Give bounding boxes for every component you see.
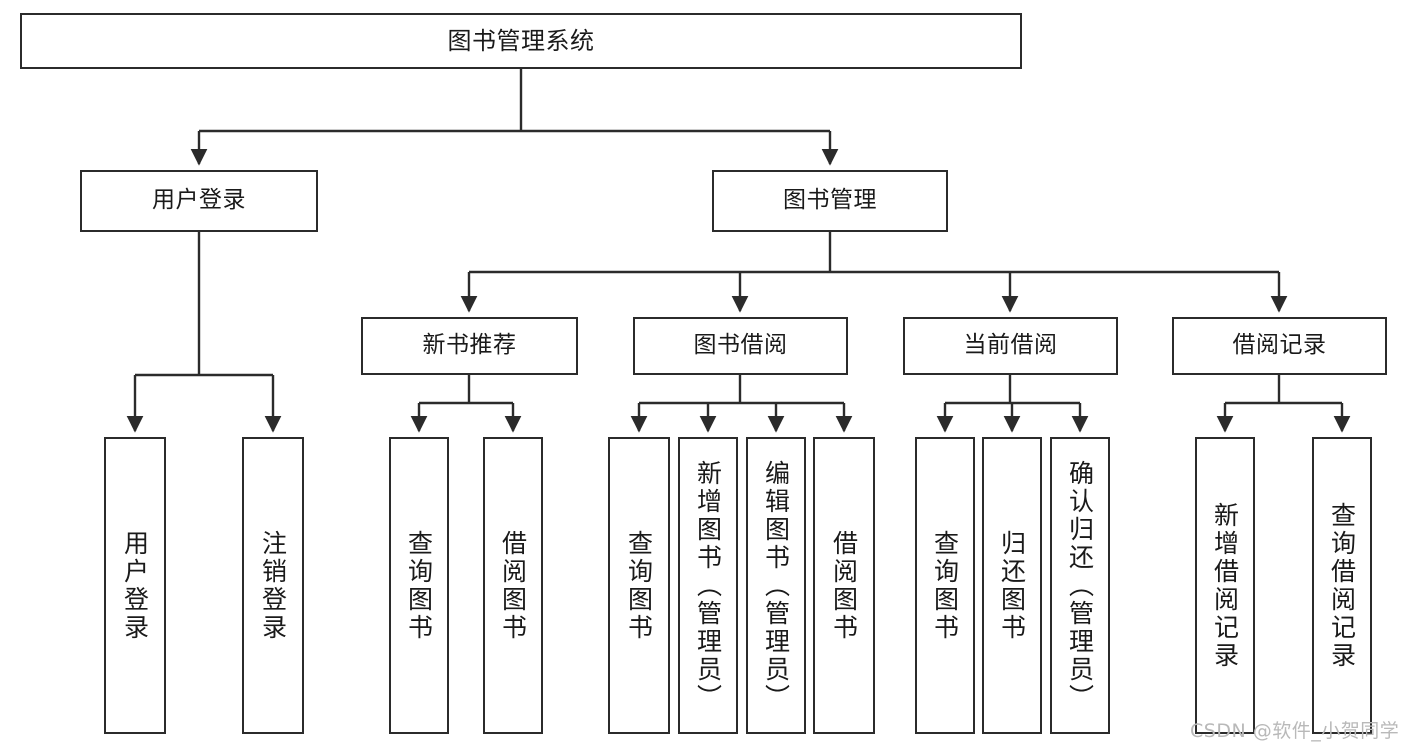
node-leaf-query-book-1[interactable]: 查询图书 — [389, 437, 449, 734]
node-leaf-user-login[interactable]: 用户登录 — [104, 437, 166, 734]
node-leaf-edit-book-admin[interactable]: 编辑图书（管理员） — [746, 437, 806, 734]
node-label: 查询借阅记录 — [1327, 501, 1357, 670]
node-label: 用户登录 — [152, 187, 246, 214]
node-leaf-query-book-2[interactable]: 查询图书 — [608, 437, 670, 734]
node-label: 注销登录 — [258, 529, 288, 642]
watermark-text: CSDN @软件_小贺同学 — [1190, 720, 1400, 742]
node-leaf-confirm-return-admin[interactable]: 确认归还（管理员） — [1050, 437, 1110, 734]
node-label: 图书借阅 — [693, 332, 788, 359]
node-book-management[interactable]: 图书管理 — [712, 170, 948, 232]
node-label: 用户登录 — [120, 529, 150, 642]
node-leaf-borrow-book-1[interactable]: 借阅图书 — [483, 437, 543, 734]
node-label: 确认归还（管理员） — [1065, 459, 1095, 712]
node-label: 新增借阅记录 — [1210, 501, 1240, 670]
node-label: 借阅图书 — [829, 529, 859, 642]
node-leaf-return-book[interactable]: 归还图书 — [982, 437, 1042, 734]
node-label: 新增图书（管理员） — [693, 459, 723, 712]
node-label: 归还图书 — [997, 529, 1027, 642]
node-leaf-borrow-book-2[interactable]: 借阅图书 — [813, 437, 875, 734]
node-book-management-system[interactable]: 图书管理系统 — [20, 13, 1022, 69]
node-leaf-add-borrow-record[interactable]: 新增借阅记录 — [1195, 437, 1255, 734]
node-label: 新书推荐 — [422, 332, 517, 359]
node-label: 编辑图书（管理员） — [761, 459, 791, 712]
node-label: 借阅记录 — [1232, 332, 1327, 359]
node-leaf-logout[interactable]: 注销登录 — [242, 437, 304, 734]
node-label: 图书管理 — [783, 187, 877, 214]
node-label: 图书管理系统 — [447, 26, 595, 55]
node-label: 查询图书 — [930, 529, 960, 642]
node-label: 借阅图书 — [498, 529, 528, 642]
node-label: 查询图书 — [624, 529, 654, 642]
node-book-borrow[interactable]: 图书借阅 — [633, 317, 848, 375]
node-label: 查询图书 — [404, 529, 434, 642]
node-borrow-record[interactable]: 借阅记录 — [1172, 317, 1387, 375]
node-user-login[interactable]: 用户登录 — [80, 170, 318, 232]
node-current-borrow[interactable]: 当前借阅 — [903, 317, 1118, 375]
node-leaf-query-book-3[interactable]: 查询图书 — [915, 437, 975, 734]
node-new-book-recommend[interactable]: 新书推荐 — [361, 317, 578, 375]
node-label: 当前借阅 — [963, 332, 1058, 359]
node-leaf-add-book-admin[interactable]: 新增图书（管理员） — [678, 437, 738, 734]
node-leaf-query-borrow-record[interactable]: 查询借阅记录 — [1312, 437, 1372, 734]
